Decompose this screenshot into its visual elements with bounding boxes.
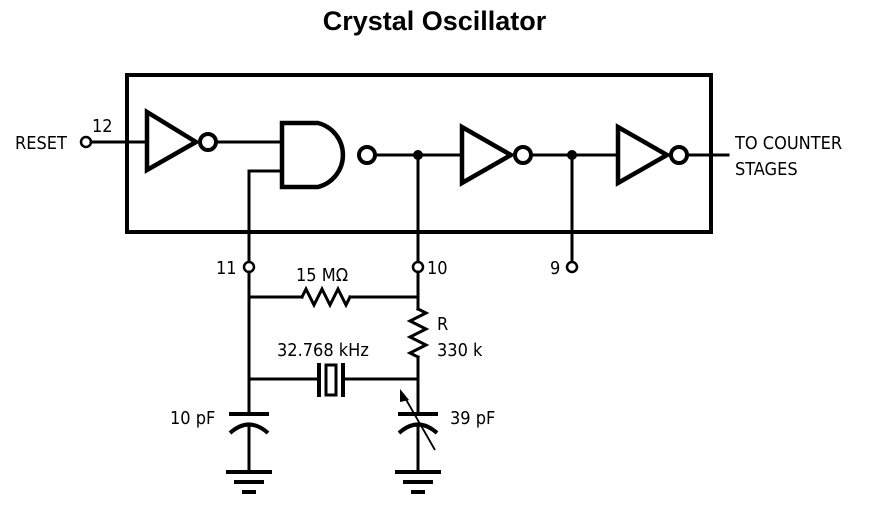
crystal-label: 32.768 kHz: [277, 340, 369, 361]
nand-gate: [279, 120, 377, 190]
feedback-resistor-label: 15 MΩ: [296, 265, 348, 286]
inverter-1: [144, 107, 218, 174]
series-resistor-name: R: [437, 314, 448, 335]
inverter-2-bubble: [513, 145, 533, 165]
inverter-1-bubble: [198, 132, 218, 152]
pin-9-label: 9: [550, 258, 560, 279]
output-label-line1: TO COUNTER: [734, 133, 842, 154]
ground-icon: [226, 470, 272, 494]
wire-pin11-nand: [247, 169, 284, 264]
feedback-resistor: [299, 285, 353, 309]
diagram-title: Crystal Oscillator: [322, 6, 547, 36]
output-label-line2: STAGES: [735, 159, 798, 180]
reset-label: RESET: [15, 133, 67, 154]
trimmer-arrowhead: [400, 389, 409, 402]
pin-10-label: 10: [427, 258, 448, 279]
pin-12-label: 12: [92, 116, 113, 137]
ground-icon: [395, 470, 441, 494]
nand-bubble: [357, 145, 377, 165]
capacitor-10pf-label: 10 pF: [170, 408, 215, 429]
series-resistor-value: 330 k: [437, 340, 483, 361]
pin-9-terminal: [565, 260, 579, 274]
series-resistor: [406, 306, 430, 360]
inverter-3: [615, 123, 689, 187]
pin-11-label: 11: [216, 258, 237, 279]
inverter-2: [459, 123, 533, 187]
crystal: [317, 363, 345, 397]
inverter-3-bubble: [669, 145, 689, 165]
capacitor-39pf-label: 39 pF: [450, 408, 495, 429]
trimmer-arrow: [403, 395, 436, 451]
